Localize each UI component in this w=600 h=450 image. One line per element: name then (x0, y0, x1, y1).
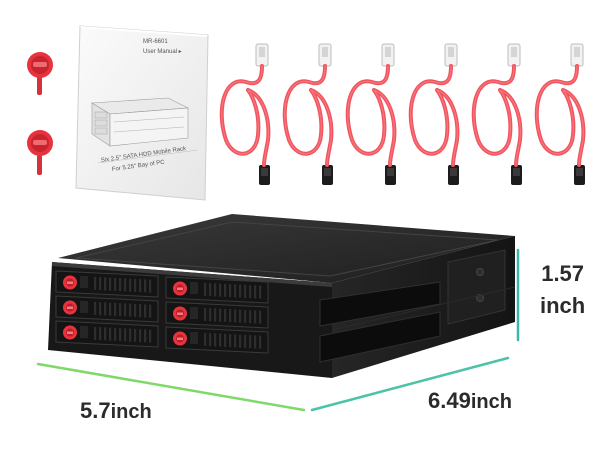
hdd-tray (55, 295, 159, 323)
height-unit: inch (540, 293, 586, 318)
tray-lock-icon (173, 331, 187, 346)
hdd-tray-group (55, 270, 269, 354)
sata-cable (534, 43, 586, 185)
width-value: 5.7 (80, 398, 111, 423)
hdd-tray (165, 276, 269, 304)
key-icon (27, 130, 53, 175)
sata-cable (282, 43, 334, 185)
hdd-tray (165, 301, 269, 329)
hdd-tray (55, 270, 159, 298)
sata-cable (345, 43, 397, 185)
tray-lock-icon (173, 281, 187, 296)
tray-lock-icon (63, 300, 77, 315)
user-manual (75, 25, 209, 201)
manual-title-text: User Manual ▸ (143, 49, 182, 55)
depth-dimension-line (310, 356, 510, 412)
depth-value: 6.49 (428, 388, 471, 413)
sata-cables (219, 43, 586, 185)
manual-enclosure-illustration (91, 97, 190, 147)
key-icon (27, 52, 53, 95)
width-dimension-label: 5.7inch (80, 398, 152, 424)
hdd-tray (55, 320, 159, 348)
height-value: 1.57 (541, 261, 585, 286)
tray-lock-icon (173, 306, 187, 321)
hdd-mobile-rack (48, 214, 516, 378)
width-unit: inch (110, 401, 152, 423)
tray-lock-icon (63, 325, 77, 340)
hdd-tray (165, 326, 269, 354)
manual-model-text: MR-6601 (143, 39, 168, 45)
sata-cable (471, 43, 523, 185)
depth-dimension-label: 6.49inch (428, 388, 512, 414)
rack-side-panel (319, 249, 516, 363)
sata-cable (408, 43, 460, 185)
height-dimension-label: 1.57 inch (540, 258, 585, 322)
width-dimension-line (36, 362, 306, 412)
depth-unit: inch (470, 391, 512, 413)
tray-lock-icon (63, 275, 77, 290)
sata-cable (219, 43, 271, 185)
